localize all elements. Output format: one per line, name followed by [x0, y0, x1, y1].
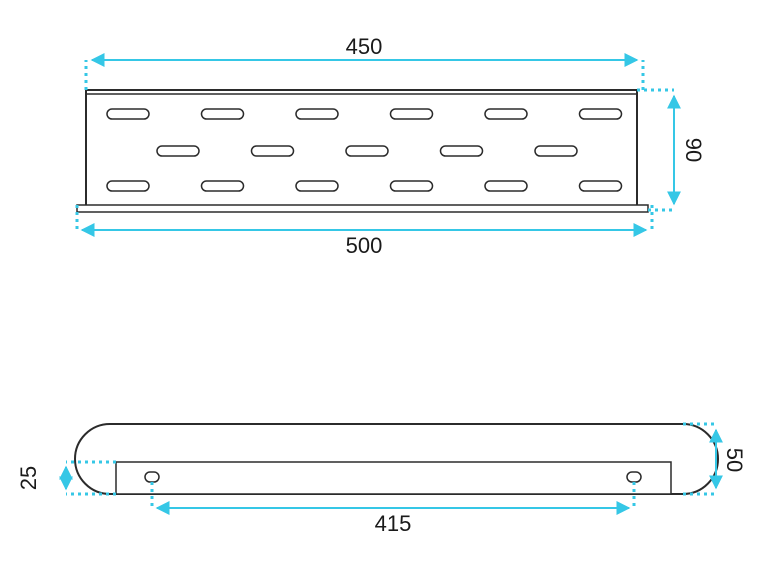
slot-hole: [295, 180, 339, 192]
dimension-width-inner: 450: [84, 34, 645, 90]
slot-hole: [484, 108, 528, 120]
slot-hole: [578, 180, 623, 192]
dimension-depth: 50: [683, 422, 747, 496]
slot-hole: [200, 180, 245, 192]
slot-holes: [106, 108, 623, 192]
dimension-label-50: 50: [722, 448, 747, 472]
slot-hole: [106, 108, 150, 120]
dimension-hole-spacing: 415: [150, 482, 636, 536]
slot-hole: [250, 145, 295, 157]
mounting-hole-left: [144, 471, 160, 483]
dimension-inset: 25: [16, 460, 116, 496]
slot-hole: [106, 180, 150, 192]
side-view-shelf: [74, 423, 719, 495]
slot-hole: [439, 145, 484, 157]
shelf-front-lip: [76, 204, 649, 213]
slot-hole: [578, 108, 623, 120]
slot-hole: [389, 180, 434, 192]
dimension-label-450: 450: [346, 34, 383, 59]
top-view-shelf: [76, 89, 649, 213]
side-view-bracket: [115, 461, 672, 495]
slot-hole: [534, 145, 578, 157]
slot-hole: [156, 145, 200, 157]
dimension-label-90: 90: [681, 138, 706, 162]
slot-hole: [345, 145, 389, 157]
dimension-width-outer: 500: [75, 205, 654, 258]
dimension-label-25: 25: [16, 466, 41, 490]
dimension-height: 90: [637, 88, 706, 212]
slot-hole: [389, 108, 434, 120]
dimension-label-500: 500: [346, 233, 383, 258]
dimension-label-415: 415: [375, 511, 412, 536]
slot-hole: [295, 108, 339, 120]
slot-hole: [200, 108, 245, 120]
slot-hole: [484, 180, 528, 192]
mounting-hole-right: [626, 471, 642, 483]
